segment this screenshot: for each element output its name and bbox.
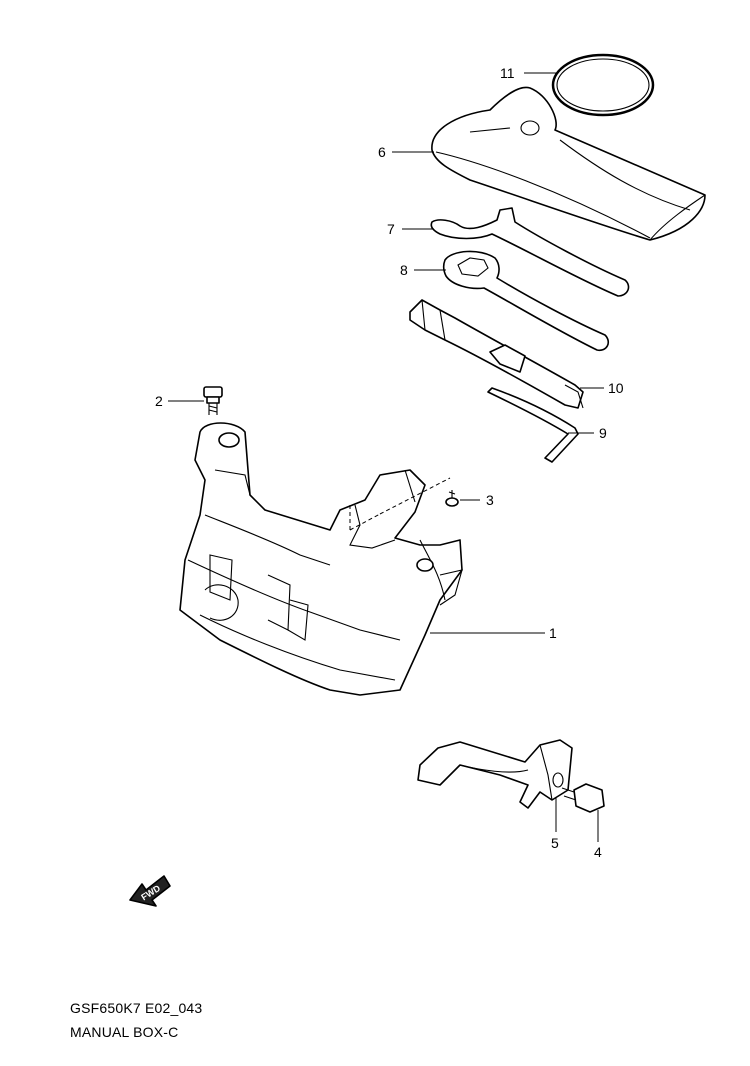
bracket-part-5 (417, 739, 573, 809)
box-wrench-part-8 (442, 250, 609, 352)
band-ring-part-11 (551, 53, 655, 117)
fwd-arrow-icon: FWD (129, 875, 171, 907)
callout-10: 10 (608, 380, 624, 396)
callout-labels: 11 6 7 8 10 9 2 3 1 5 4 (155, 65, 624, 860)
callout-8: 8 (400, 262, 408, 278)
tool-bag-part-6 (431, 86, 706, 241)
callout-5: 5 (551, 835, 559, 851)
hex-key-part-9 (487, 387, 579, 463)
diagram-code: GSF650K7 E02_043 (70, 1000, 203, 1016)
callout-9: 9 (599, 425, 607, 441)
callout-11: 11 (500, 65, 515, 81)
callout-6: 6 (378, 144, 386, 160)
screw-part-3 (445, 490, 459, 507)
callout-2: 2 (155, 393, 163, 409)
bolt-part-4 (561, 783, 605, 813)
callout-1: 1 (549, 625, 557, 641)
callout-4: 4 (594, 844, 602, 860)
extension-bar-part-10 (409, 299, 584, 409)
spanner-part-7 (430, 207, 630, 297)
callout-7: 7 (387, 221, 395, 237)
callout-3: 3 (486, 492, 494, 508)
leader-lines (168, 72, 604, 842)
diagram-title: MANUAL BOX-C (70, 1024, 179, 1040)
bolt-part-2 (203, 386, 223, 415)
manual-box-part-1 (179, 422, 463, 696)
